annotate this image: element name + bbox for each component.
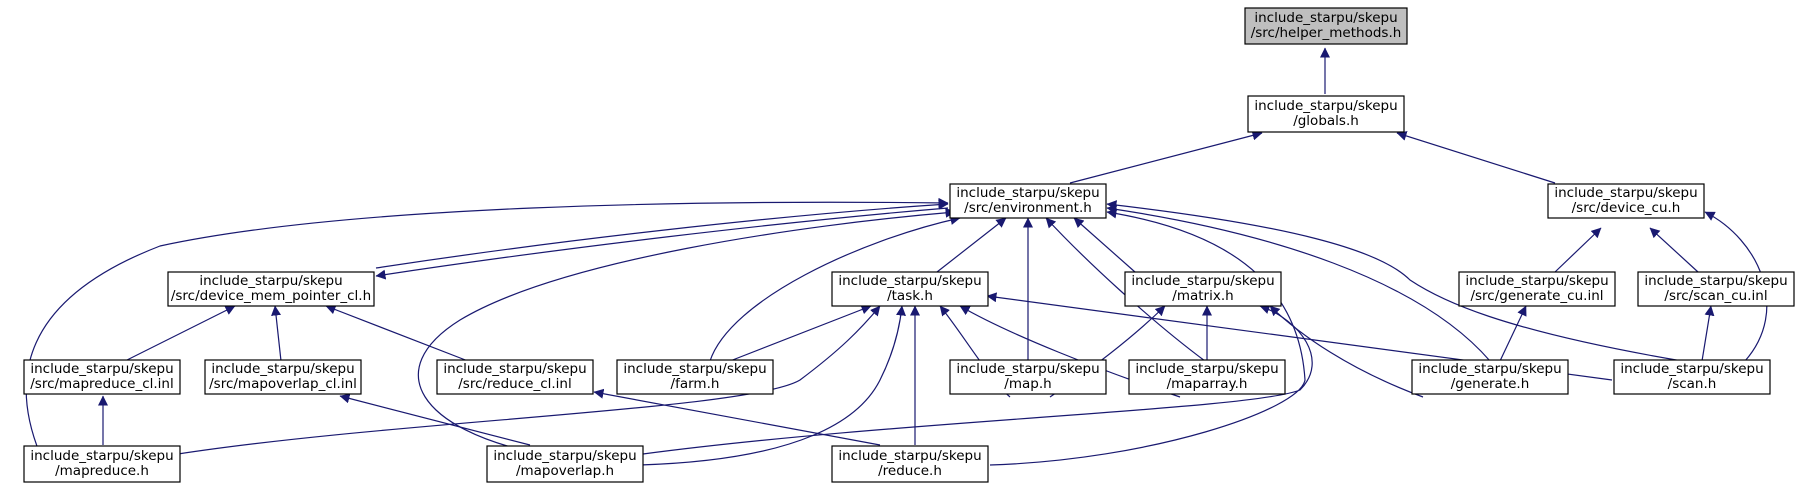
node-mapoverlap-line1: include_starpu/skepu <box>493 448 636 464</box>
edge-generate-to-environment <box>1106 204 1491 362</box>
node-generate-cu[interactable]: include_starpu/skepu /src/generate_cu.in… <box>1458 271 1616 307</box>
edge-mapoverlap-to-environment <box>417 207 956 455</box>
node-matrix-line1: include_starpu/skepu <box>1131 273 1274 289</box>
edge-reduce-to-reduce-cl <box>593 388 881 446</box>
node-map-line2: /map.h <box>1004 376 1051 392</box>
file-nodes: include_starpu/skepu /src/helper_methods… <box>23 7 1795 483</box>
node-generate[interactable]: include_starpu/skepu /generate.h <box>1411 359 1569 395</box>
node-farm[interactable]: include_starpu/skepu /farm.h <box>616 359 774 395</box>
node-farm-line1: include_starpu/skepu <box>623 361 766 377</box>
edge-environment-to-globals <box>1069 130 1263 184</box>
dependency-edges <box>25 47 1768 466</box>
node-environment-line2: /src/environment.h <box>964 200 1092 216</box>
node-mapreduce-cl[interactable]: include_starpu/skepu /src/mapreduce_cl.i… <box>23 359 181 395</box>
node-globals-line2: /globals.h <box>1293 113 1359 129</box>
node-scan-cu-line2: /src/scan_cu.inl <box>1664 288 1767 304</box>
node-device-mem-pointer-cl-line1: include_starpu/skepu <box>199 273 342 289</box>
node-mapreduce-cl-line1: include_starpu/skepu <box>30 361 173 377</box>
node-generate-cu-line2: /src/generate_cu.inl <box>1470 288 1603 304</box>
edge-matrix-to-environment <box>1073 217 1136 273</box>
node-mapreduce[interactable]: include_starpu/skepu /mapreduce.h <box>23 445 181 483</box>
edge-farm-to-task <box>729 304 872 362</box>
node-farm-line2: /farm.h <box>671 376 720 392</box>
edge-environment-to-device-mem-pointer <box>375 207 949 280</box>
edge-scan-to-scan-cu <box>1701 305 1715 362</box>
node-maparray-line1: include_starpu/skepu <box>1135 361 1278 377</box>
edge-device-mem-pointer-to-environment <box>375 199 949 269</box>
edge-task-to-environment <box>936 217 1007 273</box>
node-mapoverlap-cl-line2: /src/mapoverlap_cl.inl <box>209 376 357 392</box>
edge-generate-to-generate-cu <box>1499 305 1527 362</box>
node-generate-line2: /generate.h <box>1451 376 1530 392</box>
node-device-mem-pointer-cl[interactable]: include_starpu/skepu /src/device_mem_poi… <box>167 271 375 307</box>
node-map-line1: include_starpu/skepu <box>956 361 1099 377</box>
node-helper-methods-line1: include_starpu/skepu <box>1254 10 1397 26</box>
edge-scan-to-environment <box>1106 200 1683 362</box>
node-mapoverlap-cl-line1: include_starpu/skepu <box>211 361 354 377</box>
edge-mapreduce-to-environment <box>25 197 949 455</box>
node-device-cu-line1: include_starpu/skepu <box>1554 185 1697 201</box>
node-matrix-line2: /matrix.h <box>1172 288 1233 304</box>
node-mapreduce-line1: include_starpu/skepu <box>30 448 173 464</box>
node-map[interactable]: include_starpu/skepu /map.h <box>949 359 1107 395</box>
edge-mapreduce-to-task <box>177 305 881 455</box>
node-environment[interactable]: include_starpu/skepu /src/environment.h <box>949 183 1107 219</box>
node-helper-methods[interactable]: include_starpu/skepu /src/helper_methods… <box>1244 7 1408 45</box>
node-helper-methods-line2: /src/helper_methods.h <box>1251 25 1402 41</box>
node-scan-cu-line1: include_starpu/skepu <box>1644 273 1787 289</box>
node-mapoverlap-cl[interactable]: include_starpu/skepu /src/mapoverlap_cl.… <box>204 359 362 395</box>
node-task-line1: include_starpu/skepu <box>838 273 981 289</box>
edge-reduce-to-environment <box>989 208 1306 466</box>
node-maparray-line2: /maparray.h <box>1167 376 1248 392</box>
node-reduce-cl-line2: /src/reduce_cl.inl <box>458 376 572 392</box>
node-matrix[interactable]: include_starpu/skepu /matrix.h <box>1124 271 1282 307</box>
node-globals-line1: include_starpu/skepu <box>1254 98 1397 114</box>
node-mapoverlap-line2: /mapoverlap.h <box>516 463 614 479</box>
node-device-mem-pointer-cl-line2: /src/device_mem_pointer_cl.h <box>171 288 371 304</box>
node-device-cu-line2: /src/device_cu.h <box>1572 200 1681 216</box>
edge-mapoverlap-to-task <box>639 305 906 466</box>
edge-maparray-to-environment <box>1045 217 1206 362</box>
node-scan-line2: /scan.h <box>1668 376 1717 392</box>
node-mapoverlap[interactable]: include_starpu/skepu /mapoverlap.h <box>486 445 644 483</box>
node-generate-line1: include_starpu/skepu <box>1418 361 1561 377</box>
edge-device-cu-to-globals <box>1396 131 1556 184</box>
node-maparray[interactable]: include_starpu/skepu /maparray.h <box>1128 359 1286 395</box>
edge-generate-cu-to-device-cu <box>1554 227 1602 273</box>
node-scan-cu[interactable]: include_starpu/skepu /src/scan_cu.inl <box>1637 271 1795 307</box>
node-generate-cu-line1: include_starpu/skepu <box>1465 273 1608 289</box>
node-device-cu[interactable]: include_starpu/skepu /src/device_cu.h <box>1547 183 1705 219</box>
node-reduce-line2: /reduce.h <box>878 463 942 479</box>
node-reduce-line1: include_starpu/skepu <box>838 448 981 464</box>
node-task[interactable]: include_starpu/skepu /task.h <box>831 271 989 307</box>
node-task-line2: /task.h <box>887 288 933 304</box>
node-mapreduce-cl-line2: /src/mapreduce_cl.inl <box>30 376 173 392</box>
node-reduce-cl-line1: include_starpu/skepu <box>443 361 586 377</box>
edge-mapoverlap-to-mapoverlap-cl <box>339 393 531 446</box>
node-globals[interactable]: include_starpu/skepu /globals.h <box>1247 95 1405 133</box>
edge-mapoverlap-to-matrix <box>642 304 1313 455</box>
edge-scan-cu-to-device-cu <box>1649 227 1699 273</box>
edge-mapreduce-cl-to-device-mem-pointer <box>124 305 236 362</box>
node-mapreduce-line2: /mapreduce.h <box>55 463 149 479</box>
node-reduce[interactable]: include_starpu/skepu /reduce.h <box>831 445 989 483</box>
edge-reduce-cl-to-device-mem-pointer <box>325 304 469 362</box>
node-environment-line1: include_starpu/skepu <box>956 185 1099 201</box>
edge-farm-to-environment <box>709 215 961 362</box>
node-scan-line1: include_starpu/skepu <box>1620 361 1763 377</box>
node-scan[interactable]: include_starpu/skepu /scan.h <box>1613 359 1771 395</box>
edge-mapoverlap-cl-to-device-mem-pointer <box>271 305 282 362</box>
node-reduce-cl[interactable]: include_starpu/skepu /src/reduce_cl.inl <box>436 359 594 395</box>
